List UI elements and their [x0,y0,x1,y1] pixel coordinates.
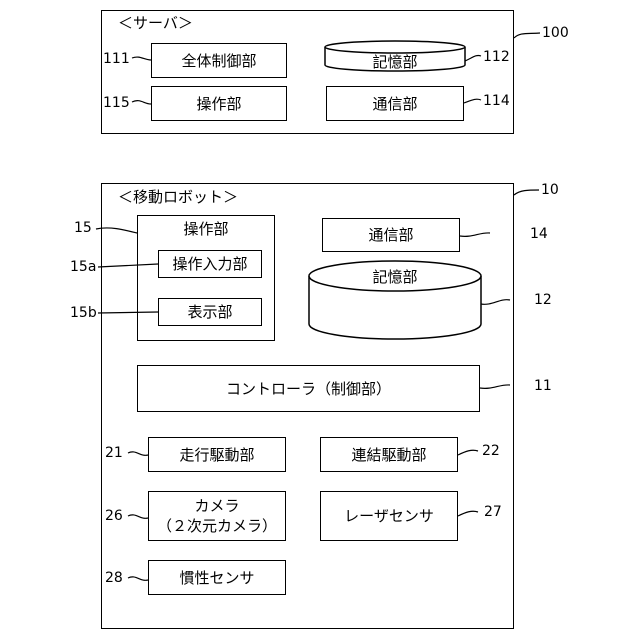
robot-operation-label: 操作部 [137,219,275,239]
ref-111: 111 [103,51,130,67]
ref-100: 100 [542,25,569,41]
ref-15a: 15a [70,259,96,275]
ref-27: 27 [484,504,502,520]
ref-114: 114 [483,93,510,109]
robot-drive-label: 走行駆動部 [179,445,254,465]
server-communication-label: 通信部 [372,94,417,114]
robot-operation-input-label: 操作入力部 [172,254,247,274]
server-control-label: 全体制御部 [181,51,256,71]
robot-camera-label-line1: カメラ [194,496,239,516]
robot-inertial-block: 慣性センサ [148,560,286,595]
ref-115: 115 [103,95,130,111]
ref-11: 11 [534,378,552,394]
robot-coupling-block: 連結駆動部 [320,437,458,472]
server-operation-label: 操作部 [196,94,241,114]
ref-10: 10 [541,182,559,198]
ref-28: 28 [105,570,123,586]
server-title: ＜サーバ＞ [118,12,193,33]
ref-12: 12 [534,292,552,308]
robot-camera-block: カメラ （２次元カメラ） [148,491,286,541]
robot-operation-input-block: 操作入力部 [158,250,262,278]
robot-controller-block: コントローラ（制御部） [137,365,480,412]
robot-communication-label: 通信部 [368,225,413,245]
ref-26: 26 [105,508,123,524]
robot-title: ＜移動ロボット＞ [118,186,238,207]
server-communication-block: 通信部 [326,86,464,121]
ref-15b: 15b [70,305,97,321]
robot-display-label: 表示部 [187,302,232,322]
robot-laser-label: レーザセンサ [344,506,434,526]
robot-inertial-label: 慣性センサ [179,568,254,588]
robot-controller-label: コントローラ（制御部） [226,379,391,399]
leader-100 [514,33,540,38]
server-control-block: 全体制御部 [151,43,287,78]
robot-communication-block: 通信部 [322,218,460,252]
robot-coupling-label: 連結駆動部 [351,445,426,465]
robot-display-block: 表示部 [158,298,262,326]
ref-14: 14 [530,226,548,242]
ref-21: 21 [105,445,123,461]
server-storage-label: 記憶部 [325,52,465,72]
robot-drive-block: 走行駆動部 [148,437,286,472]
leader-10 [514,190,539,195]
ref-22: 22 [482,443,500,459]
robot-laser-block: レーザセンサ [320,491,458,541]
robot-storage-label: 記憶部 [309,267,481,287]
ref-15: 15 [74,220,92,236]
ref-112: 112 [483,49,510,65]
robot-camera-label-line2: （２次元カメラ） [157,516,277,536]
server-operation-block: 操作部 [151,86,287,121]
